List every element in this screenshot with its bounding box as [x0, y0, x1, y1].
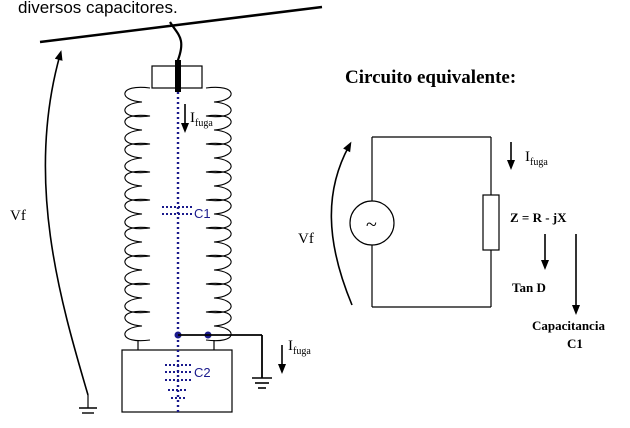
- c1-label: C1: [194, 206, 211, 221]
- tan-label: Tan D: [512, 280, 546, 295]
- impedance-element: [482, 194, 500, 251]
- power-line: [39, 5, 323, 44]
- ground-symbol-base: [252, 377, 272, 389]
- capacitor-c1: [162, 206, 194, 215]
- vf-left-arrow: [44, 50, 89, 396]
- capacitance-label: Capacitancia: [532, 318, 605, 333]
- ground-symbol-left: [79, 395, 97, 414]
- equivalent-circuit-loop: [371, 136, 492, 308]
- ifuga-bottom-label: Ifuga: [288, 338, 311, 357]
- capacitor-c2: [165, 364, 191, 399]
- c2-label: C2: [194, 365, 211, 380]
- insulator-sheds-right: [205, 86, 232, 342]
- ac-source: [349, 200, 395, 246]
- vf-right-arrow: [330, 141, 353, 306]
- conductor-lead: [169, 21, 183, 88]
- capacitance-label-c1: C1: [567, 336, 583, 351]
- shed-outline-left: [124, 86, 151, 342]
- header-text: diversos capacitores.: [18, 0, 178, 17]
- insulator-sheds-left: [124, 86, 151, 342]
- shed-outline-right: [205, 86, 232, 342]
- ac-source-symbol: ~: [366, 214, 377, 236]
- vf-left-label: Vf: [10, 208, 26, 224]
- ifuga-right-label: Ifuga: [525, 149, 548, 168]
- ifuga-top-label: Ifuga: [190, 110, 213, 129]
- vf-right-label: Vf: [298, 231, 314, 247]
- impedance-label: Z = R - jX: [510, 210, 567, 225]
- equivalent-title: Circuito equivalente:: [345, 67, 516, 88]
